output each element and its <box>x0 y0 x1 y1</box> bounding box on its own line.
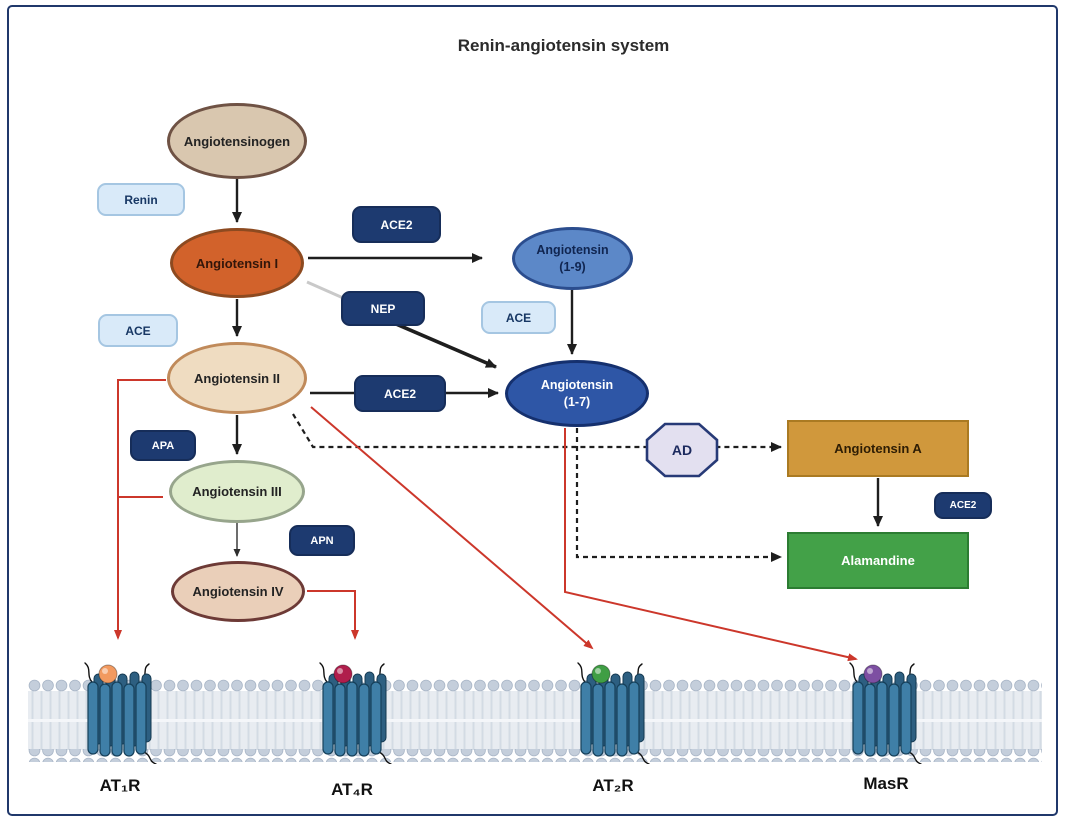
node-angiotensin-1-7-line1: Angiotensin <box>540 378 614 393</box>
conn-angII-to-at2r <box>310 406 594 650</box>
receptor-label-masr: MasR <box>863 774 909 793</box>
receptor-at2r <box>577 662 650 764</box>
octagon-shape <box>645 422 719 478</box>
conn-angII-to-angA-dashed <box>292 413 782 452</box>
enzyme-ace2-top: ACE2 <box>352 206 441 243</box>
enzyme-ace2-mid: ACE2 <box>354 375 446 412</box>
node-angiotensinogen: Angiotensinogen <box>167 103 307 179</box>
enzyme-nep: NEP <box>341 291 425 326</box>
node-angiotensin-1-9: Angiotensin (1-9) <box>512 227 633 290</box>
enzyme-ad-label: AD <box>671 442 693 458</box>
node-angiotensin-1-7: Angiotensin (1-7) <box>505 360 649 427</box>
enzyme-apn: APN <box>289 525 355 556</box>
enzyme-apa: APA <box>130 430 196 461</box>
node-angiotensin-1-7-line2: (1-7) <box>563 394 591 409</box>
receptor-at1r <box>84 662 157 764</box>
conn-angIV-to-at4r <box>307 590 359 640</box>
receptor-label-at4r: AT₄R <box>331 780 373 799</box>
node-angiotensin-1-9-line1: Angiotensin <box>536 243 609 258</box>
ligand-ball <box>591 664 611 684</box>
node-angiotensin-ii: Angiotensin II <box>167 342 307 414</box>
enzyme-ad: AD <box>644 421 720 479</box>
node-angiotensin-iii-label: Angiotensin III <box>192 484 282 499</box>
conn-ang1-7-to-alamandine-dashed <box>575 428 782 562</box>
enzyme-ace-mid: ACE <box>481 301 556 334</box>
enzyme-ace2-right-label: ACE2 <box>949 500 977 511</box>
enzyme-ace2-mid-label: ACE2 <box>383 386 416 401</box>
node-alamandine: Alamandine <box>787 532 969 589</box>
enzyme-ace-mid-label: ACE <box>505 310 532 325</box>
enzyme-apn-label: APN <box>310 534 334 547</box>
ligand-ball <box>333 664 353 684</box>
figure-border <box>7 5 1058 816</box>
enzyme-ace-left: ACE <box>98 314 178 347</box>
enzyme-renin-label: Renin <box>124 192 158 207</box>
node-alamandine-label: Alamandine <box>841 553 915 568</box>
node-angiotensin-a-label: Angiotensin A <box>834 441 922 456</box>
enzyme-apa-label: APA <box>151 439 175 452</box>
enzyme-ace-left-label: ACE <box>125 323 151 338</box>
node-angiotensin-i-label: Angiotensin I <box>195 255 279 271</box>
enzyme-renin: Renin <box>97 183 185 216</box>
receptor-label-at1r: AT₁R <box>99 776 141 795</box>
node-angiotensin-ii-label: Angiotensin II <box>194 370 280 386</box>
diagram-title: Renin-angiotensin system <box>457 36 670 55</box>
ligand-ball <box>863 664 883 684</box>
node-angiotensin-a: Angiotensin A <box>787 420 969 477</box>
node-angiotensin-1-9-line2: (1-9) <box>559 259 586 274</box>
enzyme-ace2-top-label: ACE2 <box>380 217 413 232</box>
node-angiotensinogen-label: Angiotensinogen <box>183 133 291 149</box>
node-angiotensin-i: Angiotensin I <box>170 228 304 298</box>
enzyme-nep-label: NEP <box>370 301 396 316</box>
conn-angII-to-at1r <box>114 379 166 640</box>
receptor-at4r <box>319 662 392 764</box>
receptor-masr <box>849 662 922 764</box>
node-angiotensin-iii: Angiotensin III <box>169 460 305 523</box>
node-angiotensin-iv: Angiotensin IV <box>171 561 305 622</box>
node-angiotensin-iv-label: Angiotensin IV <box>192 584 284 599</box>
receptor-label-at2r: AT₂R <box>592 776 634 795</box>
ligand-ball <box>98 664 118 684</box>
enzyme-ace2-right: ACE2 <box>934 492 992 519</box>
conn-ang1-7-to-masr <box>564 428 858 662</box>
